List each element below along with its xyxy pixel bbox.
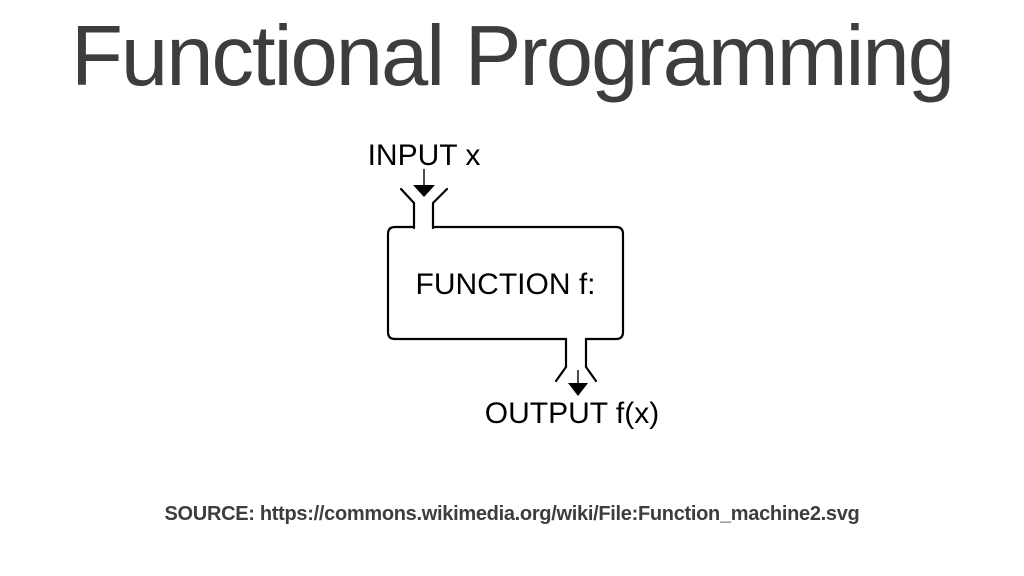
output-spout-right-wall (584, 337, 598, 383)
source-attribution: SOURCE: https://commons.wikimedia.org/wi… (164, 503, 860, 525)
input-funnel-left-wall (399, 187, 416, 230)
function-box-outline (386, 225, 625, 341)
function-machine-graphic (386, 169, 625, 396)
output-arrowhead-icon (568, 383, 588, 396)
input-funnel-right-wall (431, 187, 449, 230)
input-label: INPUT x (367, 139, 481, 172)
slide-title: Functional Programming (71, 9, 955, 104)
output-spout-left-wall (554, 337, 568, 383)
function-box-label: FUNCTION f: (415, 268, 596, 301)
output-label: OUTPUT f(x) (484, 397, 660, 430)
input-arrowhead-icon (413, 185, 435, 197)
